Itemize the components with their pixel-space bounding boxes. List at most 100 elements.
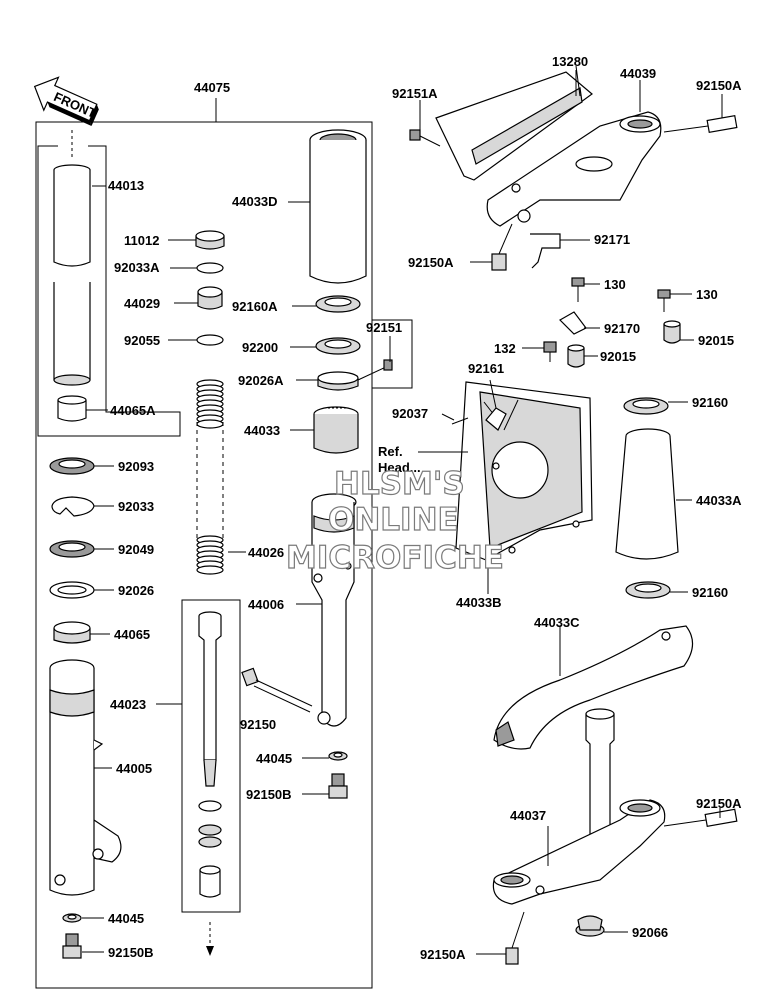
- collar-92015-left: [567, 344, 585, 368]
- ring-92160a: [315, 295, 361, 313]
- bolt-92150b-right: [328, 773, 348, 799]
- label-92066: 92066: [632, 925, 668, 940]
- part-labels: 44075 44013 44033D 11012 92033A 44029 92…: [108, 54, 742, 962]
- outer-tube-44005: [49, 659, 122, 896]
- label-92150a-lower-right: 92150A: [696, 796, 742, 811]
- outer-assembly-frame: [35, 98, 413, 989]
- front-arrow-icon: FRONT: [33, 76, 99, 126]
- washer-92026: [49, 581, 95, 599]
- washer-44045-left: [62, 913, 82, 923]
- label-92150a-top: 92150A: [696, 78, 742, 93]
- headlight-housing-44033b: [455, 381, 593, 561]
- label-92150b-left: 92150B: [108, 945, 154, 960]
- plug-44029: [197, 286, 223, 310]
- bolt-92150: [241, 667, 313, 713]
- label-92151: 92151: [366, 320, 402, 335]
- label-92033a: 92033A: [114, 260, 160, 275]
- watermark-line1: HLSM'S: [334, 466, 465, 502]
- steering-stem-44037: [492, 708, 666, 905]
- upper-bracket-44039: [486, 111, 662, 227]
- collar-92015-right: [663, 320, 681, 344]
- label-13280: 13280: [552, 54, 588, 69]
- ring-92200: [315, 337, 361, 355]
- label-92055: 92055: [124, 333, 160, 348]
- damper-rod-44023: [198, 611, 222, 956]
- washer-44045-right: [328, 751, 348, 761]
- label-92150: 92150: [240, 717, 276, 732]
- label-92026a: 92026A: [238, 373, 284, 388]
- bushing-44065a: [57, 395, 87, 422]
- label-44033a: 44033A: [696, 493, 742, 508]
- label-92037: 92037: [392, 406, 428, 421]
- cover-44033: [313, 406, 359, 454]
- bracket-92171: [530, 233, 561, 269]
- label-44033b: 44033B: [456, 595, 502, 610]
- bolt-130-left: [571, 277, 585, 302]
- ring-92033a: [196, 262, 224, 274]
- fork-cover-44033d: [309, 129, 367, 284]
- label-92200: 92200: [242, 340, 278, 355]
- clip-92033: [51, 496, 95, 517]
- watermark: HLSM'S ONLINE MICROFICHE: [285, 465, 504, 576]
- label-44033: 44033: [244, 423, 280, 438]
- label-44045-left: 44045: [108, 911, 144, 926]
- label-92026: 92026: [118, 583, 154, 598]
- label-44039: 44039: [620, 66, 656, 81]
- bolt-92150a-lower-right: [663, 808, 738, 828]
- bolt-132: [543, 341, 557, 362]
- label-44023: 44023: [110, 697, 146, 712]
- label-44075: 44075: [194, 80, 230, 95]
- label-ref: Ref.: [378, 444, 403, 459]
- label-44045-right: 44045: [256, 751, 292, 766]
- watermark-line2: ONLINE: [328, 502, 459, 538]
- label-44005: 44005: [116, 761, 152, 776]
- label-92033: 92033: [118, 499, 154, 514]
- damper-frame: [181, 599, 241, 913]
- plate-13280: [435, 65, 593, 181]
- outer-tube-44006: [311, 493, 357, 727]
- seal-92049: [49, 540, 95, 558]
- bolt-92151a: [409, 129, 441, 147]
- bolt-130-right: [657, 289, 671, 312]
- label-44026: 44026: [248, 545, 284, 560]
- label-92015-right: 92015: [698, 333, 734, 348]
- leader-lines: [82, 70, 723, 955]
- label-92049: 92049: [118, 542, 154, 557]
- bolt-92150a-upper: [491, 223, 513, 271]
- spring-coil: [196, 565, 224, 575]
- o-ring-92055: [196, 334, 224, 346]
- label-44006: 44006: [248, 597, 284, 612]
- label-92150b-right: 92150B: [246, 787, 292, 802]
- label-92015-left: 92015: [600, 349, 636, 364]
- label-92093: 92093: [118, 459, 154, 474]
- label-92161: 92161: [468, 361, 504, 376]
- label-44029: 44029: [124, 296, 160, 311]
- ring-92160-top: [623, 397, 669, 415]
- label-130-left: 130: [604, 277, 626, 292]
- label-132: 132: [494, 341, 516, 356]
- pin-92037: [451, 417, 469, 425]
- label-92160-bottom: 92160: [692, 585, 728, 600]
- cover-44033a: [615, 428, 679, 560]
- watermark-line3: MICROFICHE: [286, 540, 504, 576]
- label-130-right: 130: [696, 287, 718, 302]
- lower-cover-44033c: [493, 625, 694, 750]
- inner-fork-tube: [53, 130, 91, 386]
- clamp-92026a: [317, 359, 393, 391]
- label-92160-top: 92160: [692, 395, 728, 410]
- oil-seal-92093: [49, 457, 95, 475]
- label-92150a-upper: 92150A: [408, 255, 454, 270]
- bushing-44065: [53, 621, 91, 644]
- nut-92066: [575, 915, 605, 937]
- fork-spring-44026: [196, 379, 224, 575]
- label-92150a-bottom: 92150A: [420, 947, 466, 962]
- label-ref-head: Head...: [378, 460, 421, 475]
- label-92171: 92171: [594, 232, 630, 247]
- label-92170: 92170: [604, 321, 640, 336]
- clip-92170: [559, 311, 587, 335]
- label-11012: 11012: [124, 233, 159, 248]
- label-44065: 44065: [114, 627, 150, 642]
- ring-92160-bottom: [625, 581, 671, 599]
- bracket-92161: [485, 407, 507, 431]
